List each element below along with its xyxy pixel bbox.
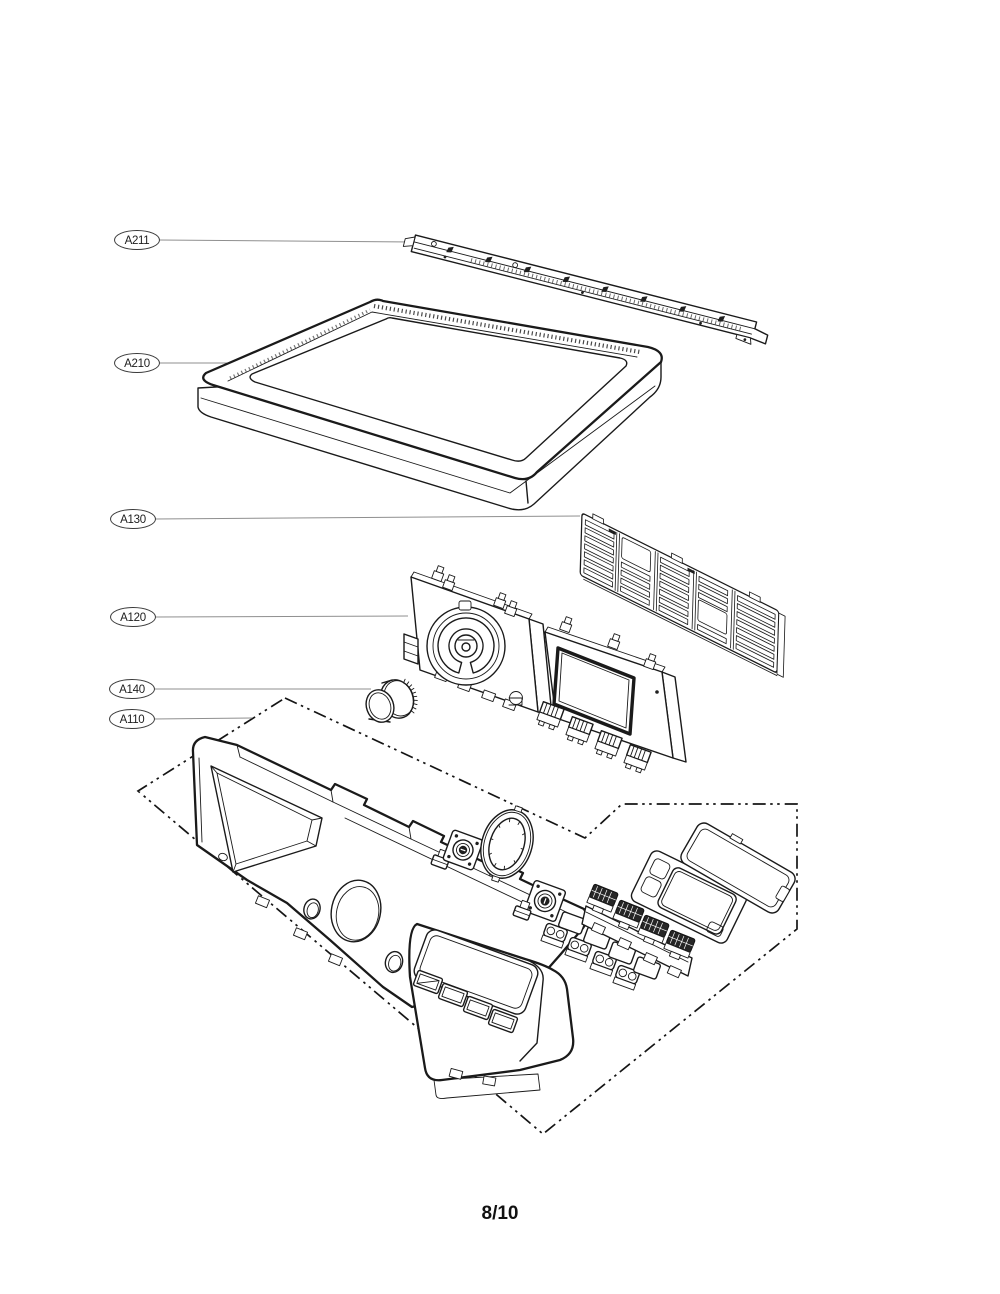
part-a210-top-plate bbox=[197, 298, 663, 511]
part-a120-display-board bbox=[534, 615, 687, 775]
part-a110-small-components bbox=[430, 805, 796, 991]
sub-panel-cover bbox=[680, 822, 796, 914]
rotary-switch-plate-2 bbox=[523, 879, 567, 923]
callout-a210: A210 bbox=[114, 353, 160, 373]
part-a140-knob bbox=[365, 678, 418, 723]
knob-ring-bezel bbox=[480, 805, 534, 883]
leader-lines bbox=[152, 239, 581, 720]
part-a120-rotary-board bbox=[403, 564, 553, 717]
callout-a120: A120 bbox=[110, 607, 156, 627]
part-a130-grille bbox=[579, 513, 786, 678]
callout-a130: A130 bbox=[110, 509, 156, 529]
rotary-switch-plate-1 bbox=[442, 829, 484, 871]
part-a110-panel-frame bbox=[191, 735, 591, 1009]
page-indicator: 8/10 bbox=[481, 1203, 519, 1224]
part-a110-display-housing bbox=[408, 922, 575, 1100]
button-strip bbox=[581, 883, 696, 979]
part-a211-bracket-strip bbox=[402, 234, 769, 345]
callout-a140: A140 bbox=[109, 679, 155, 699]
callout-a110: A110 bbox=[109, 709, 155, 729]
callout-a211: A211 bbox=[114, 230, 160, 250]
